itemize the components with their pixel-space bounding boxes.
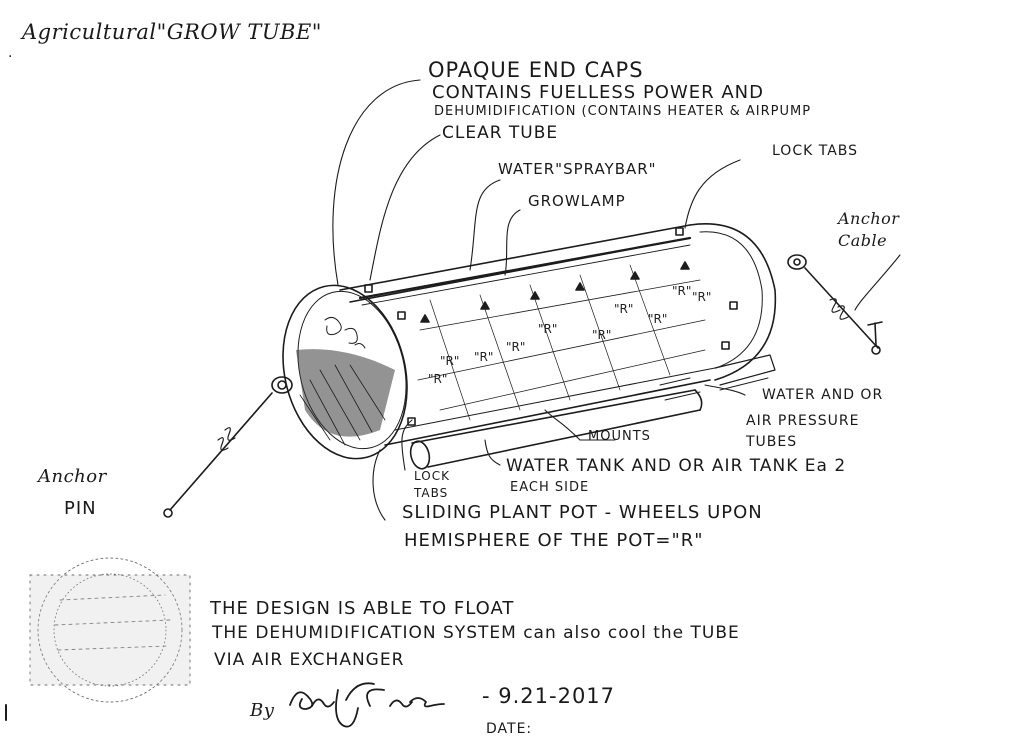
label-anchor-pin-1: Anchor [38,466,107,487]
right-end-cap [689,223,777,381]
label-spray-bar: WATER"SPRAYBAR" [498,160,657,178]
signature [289,682,445,728]
label-water-air-tubes-3: TUBES [746,434,798,450]
anchor-pin [163,376,293,518]
label-lock-tabs-bottom-2: TABS [414,486,449,500]
pot-marker: "R" [614,302,634,316]
pot-marker: "R" [538,322,558,336]
label-water-air-tubes-2: AIR PRESSURE [746,413,860,429]
document-title: Agricultural"GROW TUBE" [22,20,322,44]
signature-date: - 9.21-2017 [482,684,616,708]
note-line-3: VIA AIR EXCHANGER [214,650,405,670]
label-sliding-pot-2: HEMISPHERE OF THE POT="R" [404,530,704,551]
pot-marker: "R" [506,340,526,354]
label-contains-power: CONTAINS FUELLESS POWER AND [432,82,764,103]
label-water-tank-1: WATER TANK AND OR AIR TANK Ea 2 [506,456,847,476]
label-end-caps: OPAQUE END CAPS [428,58,644,82]
pot-marker: "R" [592,328,612,342]
water-tank [409,354,776,470]
label-anchor-cable: Anchor Cable [838,209,900,250]
left-end-cap [282,284,408,460]
anchor-cable [787,254,883,355]
label-lock-tabs-top: LOCK TABS [772,143,859,159]
label-lock-tabs-bottom-1: LOCK [414,469,450,483]
leader-lines [332,79,901,521]
pot-marker: "R" [428,372,448,386]
label-water-tank-2: EACH SIDE [510,480,590,495]
pot-marker: "R" [692,290,712,304]
signature-by: By [250,700,275,721]
date-label: DATE: [486,721,533,737]
spray-bar [358,236,692,323]
page-title: . [8,45,14,61]
pot-marker: "R" [648,312,668,326]
label-water-air-tubes-1: WATER AND OR [762,387,884,403]
note-line-1: THE DESIGN IS ABLE TO FLOAT [210,598,515,619]
label-anchor-pin-2: PIN [64,498,97,519]
label-growlamp: GROWLAMP [528,192,626,210]
label-mounts: MOUNTS [588,429,651,444]
pot-marker: "R" [440,354,460,368]
note-line-2: THE DEHUMIDIFICATION SYSTEM can also coo… [212,623,740,643]
pot-marker: "R" [474,350,494,364]
lock-tabs [364,227,738,426]
label-dehumidification: DEHUMIDIFICATION (CONTAINS HEATER & AIRP… [434,104,812,119]
label-sliding-pot-1: SLIDING PLANT POT - WHEELS UPON [402,502,763,523]
pot-marker: "R" [672,284,692,298]
label-clear-tube: CLEAR TUBE [442,123,559,143]
seal-stamp [29,557,191,703]
